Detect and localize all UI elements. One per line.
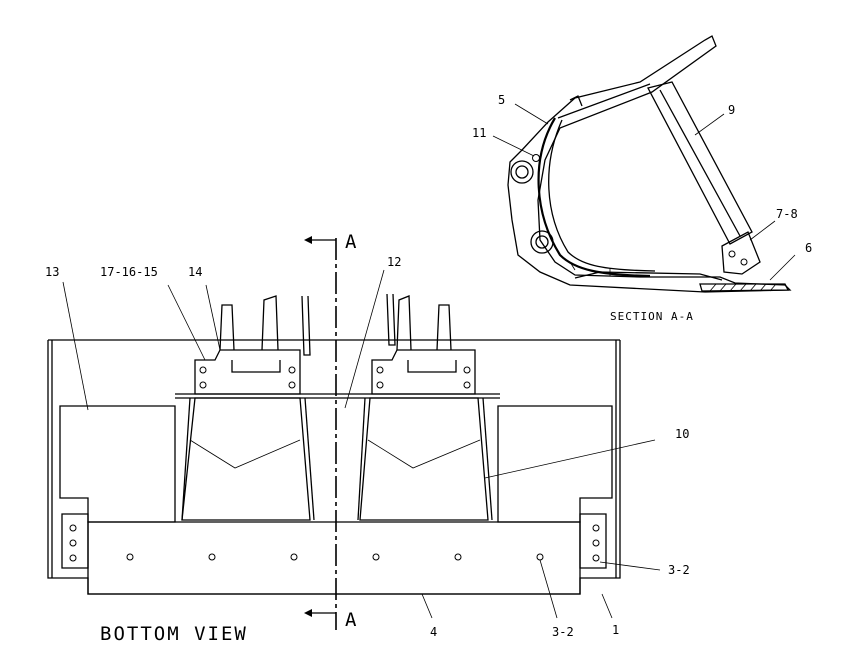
bottom-view-title: BOTTOM VIEW — [100, 623, 248, 645]
callout-4: 4 — [430, 625, 437, 639]
callout-10: 10 — [675, 427, 689, 441]
callout-1: 1 — [612, 623, 619, 637]
section-marker-bottom: A — [345, 609, 358, 631]
callout-6: 6 — [805, 241, 812, 255]
section-marker-top: A — [345, 231, 358, 253]
callout-3-2-bottom: 3-2 — [552, 625, 574, 639]
callout-9: 9 — [728, 103, 735, 117]
callout-11: 11 — [472, 126, 486, 140]
callout-17-16-15: 17-16-15 — [100, 265, 158, 279]
callout-5: 5 — [498, 93, 505, 107]
section-a-a-drawing — [492, 35, 796, 293]
callout-3-2-right: 3-2 — [668, 563, 690, 577]
callout-14: 14 — [188, 265, 202, 279]
callout-7-8: 7-8 — [776, 207, 798, 221]
section-a-a-title: SECTION A-A — [610, 310, 694, 323]
bottom-view-drawing — [47, 236, 661, 630]
callout-12: 12 — [387, 255, 401, 269]
callout-13: 13 — [45, 265, 59, 279]
